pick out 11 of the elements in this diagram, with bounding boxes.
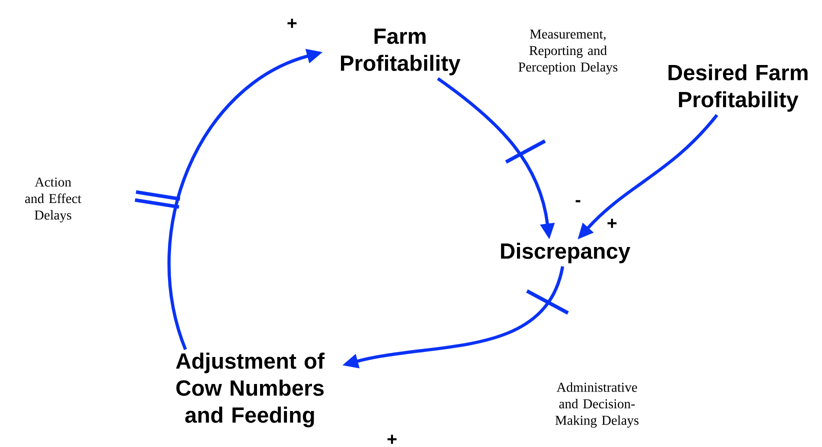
delay-note: Measurement, Reporting and Perception Delays (518, 30, 618, 74)
polarity-sign: + (388, 434, 397, 444)
polarity-sign: + (608, 218, 617, 228)
delay-note: Administrative and Decision-Making Delays (555, 382, 638, 428)
variable-label: Discrepancy (501, 242, 630, 264)
variable-label: Farm Profitability (340, 28, 460, 76)
polarity-sign: - (576, 200, 580, 202)
polarity-sign: + (288, 18, 297, 28)
delay-note: Action and Effect Delays (25, 178, 82, 222)
variable-label: Adjustment of Cow Numbers and Feeding (176, 352, 325, 428)
variable-label: Desired Farm Profitability (668, 64, 808, 112)
